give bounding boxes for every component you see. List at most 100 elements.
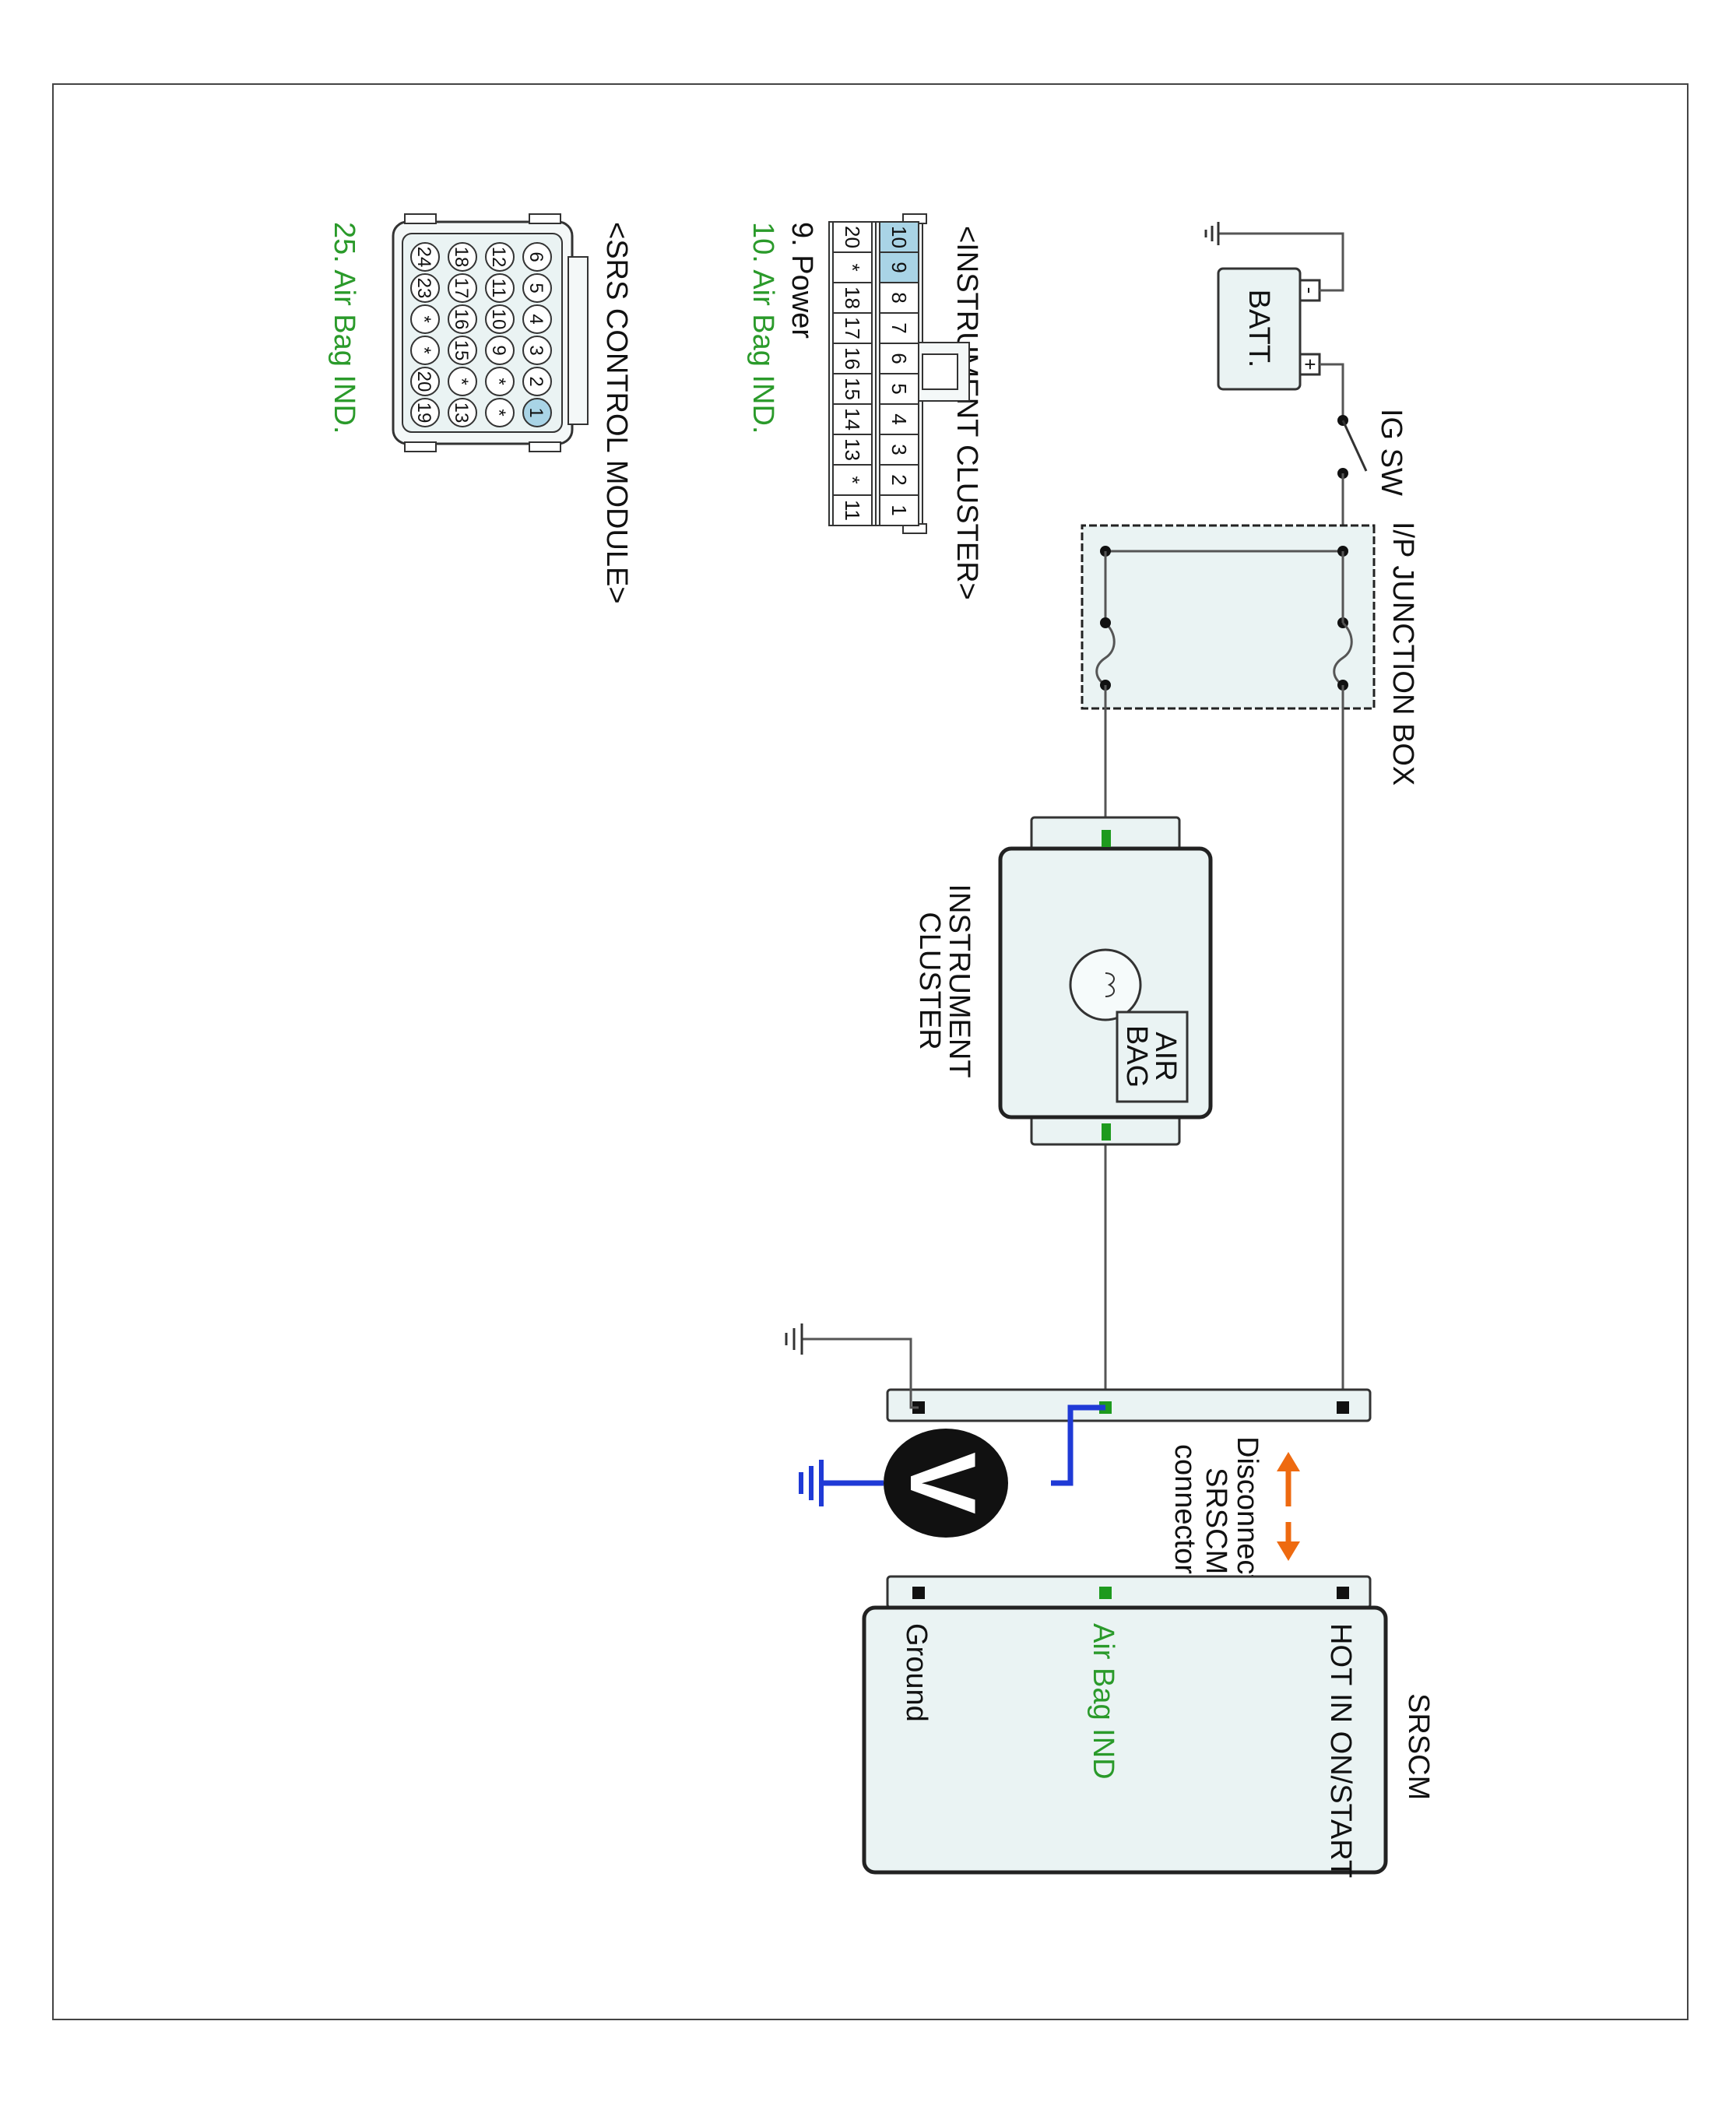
svg-text:4: 4 bbox=[887, 413, 911, 424]
srs-pin-1-2: 10 bbox=[485, 304, 515, 334]
svg-text:5: 5 bbox=[525, 283, 546, 293]
harness-ground-icon bbox=[785, 1323, 803, 1355]
svg-text:13: 13 bbox=[451, 402, 472, 424]
instrument-cluster-label-line1: INSTRUMENT bbox=[943, 884, 975, 1077]
svg-text:*: * bbox=[841, 263, 864, 271]
battery: BATT. - + bbox=[1204, 222, 1344, 413]
hot-in-label: HOT IN ON/START bbox=[1324, 1623, 1357, 1878]
svg-text:5: 5 bbox=[887, 383, 911, 394]
ignition-switch: IG SW bbox=[1337, 409, 1407, 551]
ic-pin-bottom-4: 16 bbox=[832, 343, 873, 374]
disconnect-line2: SRSCM bbox=[1200, 1468, 1232, 1574]
srs-pin-3-3: * bbox=[410, 336, 440, 365]
svg-text:2: 2 bbox=[887, 474, 911, 485]
srs-pin-3-0: 24 bbox=[410, 242, 440, 272]
svg-text:*: * bbox=[413, 346, 434, 353]
ic-pin-10: 10 bbox=[879, 221, 919, 253]
srs-module-connector: <SRS CONTROL MODULE> 6 5 4 3 2 1 12 11 10 9 * * 18 17… bbox=[328, 213, 633, 604]
srs-pin-3-5: 19 bbox=[410, 398, 440, 427]
svg-text:2: 2 bbox=[525, 376, 546, 386]
ic-pin-bottom-9: 11 bbox=[832, 494, 873, 526]
ic-pin-8: 8 bbox=[879, 282, 919, 314]
srs-pin-0-1: 5 bbox=[522, 273, 552, 303]
ic-pin-bottom-8: * bbox=[832, 464, 873, 496]
srs-pin-1-3: 9 bbox=[485, 336, 515, 365]
svg-text:*: * bbox=[488, 409, 509, 416]
srs-pin-3-1: 23 bbox=[410, 273, 440, 303]
ic-pin-4: 4 bbox=[879, 403, 919, 435]
svg-text:3: 3 bbox=[887, 444, 911, 455]
svg-text:9: 9 bbox=[488, 345, 509, 355]
junction-box-label: I/P JUNCTION BOX bbox=[1386, 522, 1419, 786]
ic-top-row: 10 9 8 7 6 5 4 3 2 1 bbox=[879, 221, 919, 526]
ic-pin-bottom-3: 17 bbox=[832, 312, 873, 344]
srs-module-connector-title: <SRS CONTROL MODULE> bbox=[600, 222, 633, 604]
svg-text:*: * bbox=[488, 378, 509, 385]
ic-pin-note-1: 9. Power bbox=[785, 222, 818, 339]
svg-text:*: * bbox=[413, 315, 434, 322]
svg-text:1: 1 bbox=[887, 504, 911, 515]
ic-pin-6: 6 bbox=[879, 343, 919, 374]
svg-text:*: * bbox=[451, 378, 472, 385]
srs-pin-1-5: * bbox=[485, 398, 515, 427]
ic-pin-bottom-1: * bbox=[832, 251, 873, 283]
svg-text:12: 12 bbox=[488, 247, 509, 268]
ic-pin-bottom-0: 20 bbox=[832, 221, 873, 253]
svg-text:10: 10 bbox=[488, 309, 509, 330]
voltmeter-symbol: V bbox=[891, 1452, 995, 1514]
ic-pin-2: 2 bbox=[879, 464, 919, 496]
ic-pin-bottom-5: 15 bbox=[832, 373, 873, 405]
srs-pin-0-0: 6 bbox=[522, 242, 552, 272]
svg-text:7: 7 bbox=[887, 322, 911, 333]
svg-text:11: 11 bbox=[841, 500, 864, 521]
svg-text:23: 23 bbox=[413, 278, 434, 299]
svg-text:3: 3 bbox=[525, 345, 546, 355]
srs-pin-2-3: 15 bbox=[448, 336, 477, 365]
srs-pin-0-4: 2 bbox=[522, 367, 552, 396]
svg-text:4: 4 bbox=[525, 314, 546, 324]
air-bag-label-line2: BAG bbox=[1120, 1025, 1153, 1088]
svg-text:16: 16 bbox=[841, 347, 864, 370]
instrument-cluster-label-line2: CLUSTER bbox=[913, 912, 946, 1049]
svg-text:11: 11 bbox=[488, 279, 509, 298]
svg-text:24: 24 bbox=[413, 247, 434, 268]
svg-text:17: 17 bbox=[451, 278, 472, 299]
junction-box: I/P JUNCTION BOX bbox=[1081, 522, 1419, 786]
srs-pin-0-3: 3 bbox=[522, 336, 552, 365]
svg-text:18: 18 bbox=[451, 247, 472, 268]
svg-text:16: 16 bbox=[451, 309, 472, 330]
svg-text:*: * bbox=[841, 476, 864, 483]
srs-pin-2-2: 16 bbox=[448, 304, 477, 334]
ic-pin-note-2: 10. Air Bag IND. bbox=[747, 222, 779, 434]
svg-text:15: 15 bbox=[841, 378, 864, 400]
svg-text:6: 6 bbox=[887, 353, 911, 364]
srscm-harness-connector bbox=[785, 1323, 1372, 1422]
svg-text:6: 6 bbox=[525, 251, 546, 262]
srs-pin-2-4: * bbox=[448, 367, 477, 396]
srs-pin-3-4: 20 bbox=[410, 367, 440, 396]
srs-pin-0-2: 4 bbox=[522, 304, 552, 334]
ground-label: Ground bbox=[900, 1623, 933, 1722]
svg-text:8: 8 bbox=[887, 292, 911, 303]
srs-pin-2-1: 17 bbox=[448, 273, 477, 303]
ic-pin-9: 9 bbox=[879, 251, 919, 283]
svg-text:13: 13 bbox=[841, 438, 864, 461]
srs-pin-grid: 6 5 4 3 2 1 12 11 10 9 * * 18 17 16 15 * 13 24 23 * * 20 19 bbox=[410, 242, 552, 427]
ic-pin-bottom-2: 18 bbox=[832, 282, 873, 314]
air-bag-label-line1: AIR bbox=[1149, 1032, 1182, 1081]
srs-pin-3-2: * bbox=[410, 304, 440, 334]
svg-text:9: 9 bbox=[887, 262, 911, 272]
voltmeter: V bbox=[799, 1404, 1105, 1538]
battery-minus-sign: - bbox=[1298, 287, 1322, 294]
svg-text:1: 1 bbox=[525, 407, 546, 417]
svg-text:17: 17 bbox=[841, 317, 864, 339]
ic-pin-bottom-7: 13 bbox=[832, 434, 873, 466]
svg-text:19: 19 bbox=[413, 402, 434, 424]
disconnect-line1: Disconnect bbox=[1231, 1436, 1263, 1583]
ig-sw-label: IG SW bbox=[1375, 409, 1407, 496]
srs-pin-0-5: 1 bbox=[522, 398, 552, 427]
srscm-module: SRSCM HOT IN ON/START Air Bag IND Ground bbox=[862, 1575, 1435, 1878]
